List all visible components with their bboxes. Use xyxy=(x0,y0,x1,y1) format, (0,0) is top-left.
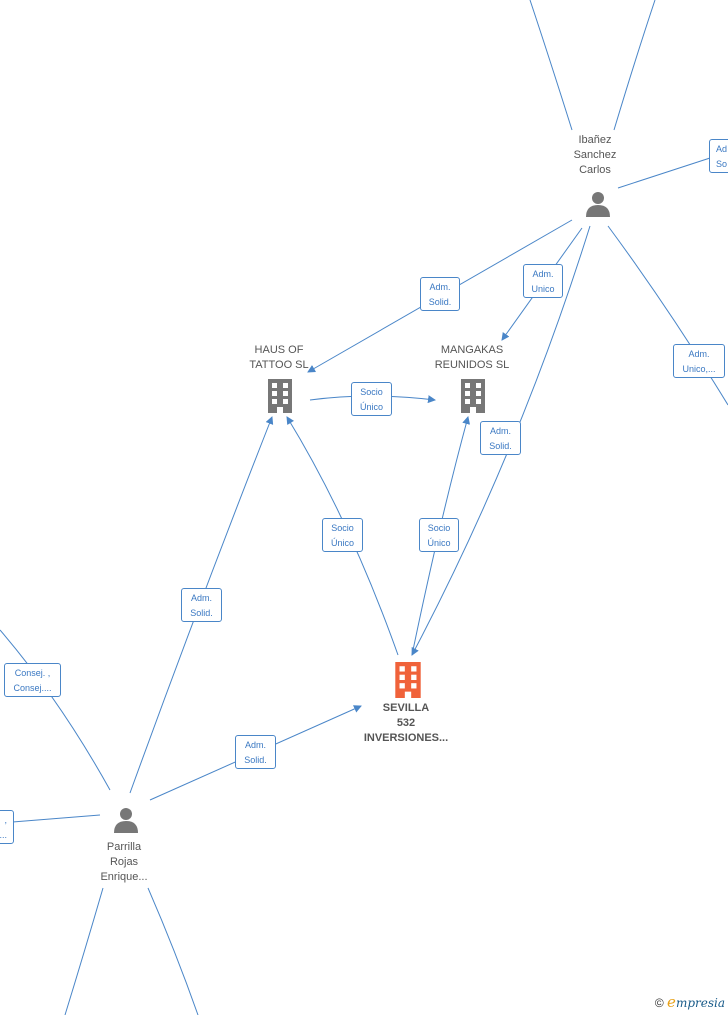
person-icon xyxy=(586,192,610,217)
node-sevilla-label[interactable]: SEVILLA 532 INVERSIONES... xyxy=(363,702,449,744)
company-building-icon xyxy=(268,379,292,413)
edge-offscreen-5 xyxy=(0,629,111,791)
node-haus-label[interactable]: HAUS OF TATTOO SL xyxy=(249,344,309,371)
node-mangakas-label[interactable]: MANGAKAS REUNIDOS SL xyxy=(434,344,510,371)
edge-offscreen-2 xyxy=(613,0,656,131)
edge-offscreen-4 xyxy=(607,225,728,406)
edge-label-adm-unico[interactable]: Adm.Unico xyxy=(523,264,563,298)
edge-label-adm-solid[interactable]: Adm.Solid. xyxy=(480,421,521,455)
edge-offscreen-7 xyxy=(64,887,104,1015)
edge-offscreen-3 xyxy=(617,157,711,189)
edge-offscreen-8 xyxy=(147,887,199,1015)
copyright-symbol: © xyxy=(654,996,664,1010)
edge-offscreen-6 xyxy=(0,814,101,824)
edge-label-adm-unico[interactable]: Adm.Unico,... xyxy=(673,344,725,378)
edge-label-adm-solid[interactable]: Adm.Solid. xyxy=(235,735,276,769)
empresia-watermark: © empresia xyxy=(655,993,725,1011)
edge-label-truncated[interactable]: ,... xyxy=(0,810,14,844)
edge-label-adm-solid[interactable]: Adm.Solid. xyxy=(181,588,222,622)
person-icon xyxy=(114,808,138,833)
node-ibanez-label[interactable]: Ibañez Sanchez Carlos xyxy=(573,134,617,176)
edge-label-adm-solid[interactable]: Adm.Solid. xyxy=(420,277,460,311)
company-building-icon xyxy=(461,379,485,413)
edge-offscreen-1 xyxy=(529,0,573,131)
main-company-building-icon xyxy=(395,662,421,698)
node-parrilla-label[interactable]: Parrilla Rojas Enrique... xyxy=(100,841,148,883)
edge-label-consej[interactable]: Consej. ,Consej.... xyxy=(4,663,61,697)
empresia-logo: empresia xyxy=(667,993,725,1011)
